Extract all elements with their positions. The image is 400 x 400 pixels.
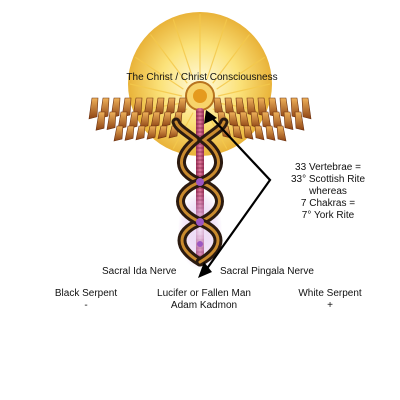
fallen-man-label: Lucifer or Fallen Man <box>157 288 251 299</box>
serpent-icon <box>171 117 229 267</box>
wing-feather <box>301 97 312 120</box>
white-serpent-sign: + <box>327 300 333 311</box>
vertebrae-note: 33 Vertebrae = 33° Scottish Rite whereas… <box>291 162 365 222</box>
adam-kadmon-label: Adam Kadmon <box>170 300 238 311</box>
sun-ray <box>129 83 183 97</box>
wing-feather <box>135 125 146 141</box>
sun-ray <box>212 34 250 84</box>
ida-nerve-label: Sacral Ida Nerve <box>102 266 177 277</box>
wing-feather <box>283 111 294 131</box>
wing-feather <box>113 125 124 142</box>
wing-feather <box>157 125 168 140</box>
vertebrae-line: 7 Chakras = <box>300 198 356 209</box>
wing-feather <box>232 125 243 140</box>
wing-feather <box>254 125 265 141</box>
black-serpent-label: Black Serpent - <box>55 288 117 312</box>
vertebrae-line: 33 Vertebrae = <box>295 162 361 173</box>
top-label: The Christ / Christ Consciousness <box>126 72 278 83</box>
wing-feather <box>124 125 135 141</box>
wing-feather <box>88 97 99 120</box>
black-serpent-name: Black Serpent <box>54 288 118 299</box>
arrow-lines <box>198 110 272 278</box>
sun-ray <box>206 19 228 80</box>
wing-feather <box>146 125 157 140</box>
sun-ray <box>216 56 266 90</box>
wing-feather <box>243 125 254 140</box>
wing-feather <box>106 111 117 131</box>
sun-ray <box>150 34 188 84</box>
white-serpent-label: White Serpent + <box>298 288 361 312</box>
black-serpent-sign: - <box>84 300 88 311</box>
pingala-nerve-label: Sacral Pingala Nerve <box>220 266 314 277</box>
sun-ray <box>217 83 271 97</box>
vertebrae-line: 7° York Rite <box>301 210 355 221</box>
center-bottom-label: Lucifer or Fallen Man Adam Kadmon <box>157 288 251 312</box>
vertebrae-line: whereas <box>309 186 347 197</box>
wing-feather <box>265 125 276 141</box>
wings-icon <box>88 97 312 142</box>
wing-feather <box>294 111 305 131</box>
vertebrae-line: 33° Scottish Rite <box>290 174 366 185</box>
white-serpent-name: White Serpent <box>298 288 362 299</box>
wing-feather <box>95 111 106 131</box>
sun-ray <box>134 56 184 90</box>
wing-feather <box>276 125 287 142</box>
sun-ray <box>172 19 194 80</box>
